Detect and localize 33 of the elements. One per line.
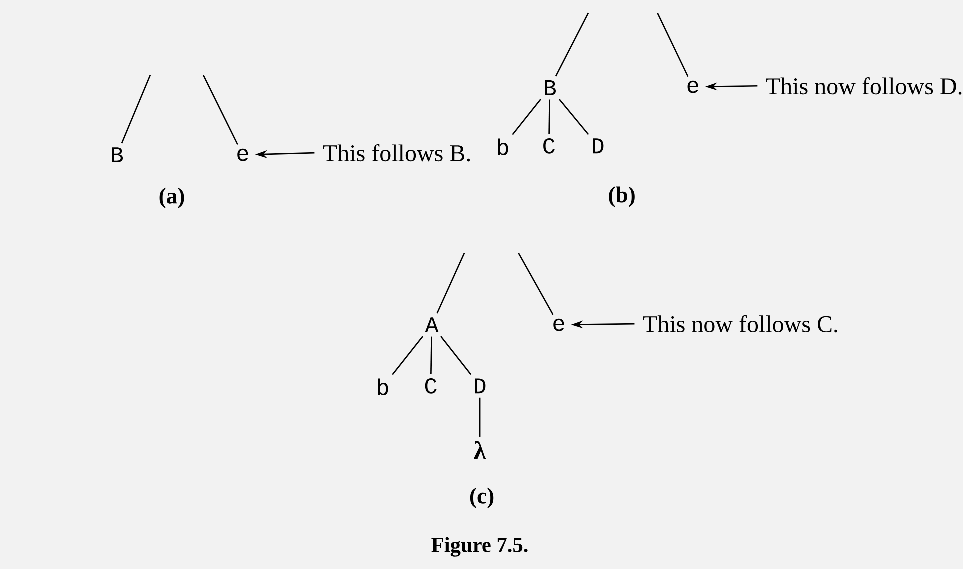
tree-line	[548, 100, 551, 134]
symbol-letter: λ	[474, 441, 486, 460]
panel-label: (c)	[470, 488, 494, 508]
tree-line	[518, 252, 554, 316]
note-text: This follows B.	[323, 144, 470, 162]
symbol-letter: A	[425, 318, 439, 332]
symbol-letter: B	[112, 148, 124, 162]
tree-line	[479, 398, 481, 437]
symbol-letter: D	[475, 378, 486, 394]
tree-line	[436, 252, 466, 314]
symbol-letter: e	[238, 148, 248, 162]
symbol-letter: D	[593, 138, 604, 154]
symbol-letter: b	[378, 378, 388, 396]
tree-line	[121, 75, 152, 144]
symbol-letter: C	[425, 378, 437, 394]
symbol-letter: b	[498, 138, 508, 156]
tree-line	[430, 336, 432, 374]
symbol-letter: C	[544, 138, 555, 154]
note-text: This now follows C.	[643, 315, 838, 333]
symbol-letter: e	[688, 80, 698, 94]
symbol-letter: B	[545, 80, 556, 96]
tree-line	[555, 12, 590, 77]
tree-line	[657, 12, 689, 77]
note-text: This now follows D.	[766, 77, 962, 95]
tree-line	[202, 75, 238, 145]
tree-line	[512, 98, 542, 136]
symbol-letter: e	[554, 318, 564, 332]
panel-label: (a)	[160, 188, 184, 208]
figure-caption: Figure 7.5.	[432, 537, 528, 557]
panel-label: (b)	[609, 186, 635, 208]
tree-line	[558, 98, 590, 136]
tree-line	[440, 336, 472, 376]
tree-line	[392, 336, 424, 376]
